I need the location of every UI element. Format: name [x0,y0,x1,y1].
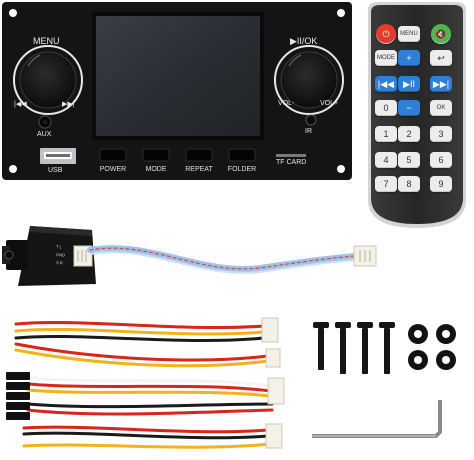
remote-key: 0 [375,100,397,116]
repeat-button [185,148,213,162]
remote-key: 8 [398,176,420,192]
usb-label: USB [48,167,63,174]
ir-label: IR [305,128,312,135]
control-panel [2,2,352,180]
remote-key: |◀◀ [375,76,397,92]
remote-key: 🔇 [431,24,451,44]
mode-button-label: MODE [145,166,167,173]
vol-minus-label: VOL- [278,100,295,107]
ir-receiver-icon [305,114,317,126]
menu-label: MENU [33,36,60,46]
remote-key: ⏻ [376,24,396,44]
power-button-label: POWER [99,166,127,173]
audio-jack-icon [6,240,28,270]
remote-key: 2 [398,126,420,142]
svg-text:GND: GND [56,252,65,258]
mount-hole-icon [9,165,17,173]
harness-connector [267,377,285,405]
harness-connector [261,317,279,343]
repeat-button-label: REPEAT [185,166,213,173]
adapter-board: T L GND S R [2,226,96,286]
remote-key: 7 [375,176,397,192]
prev-icon: |◀◀ [14,101,27,108]
allen-key [312,400,442,438]
remote-key: MENU [398,26,420,42]
remote-key: 5 [398,152,420,168]
power-button [99,148,127,162]
mode-button [142,148,170,162]
remote-key: ▶II [398,76,420,92]
remote-key: ▶▶| [430,76,452,92]
mount-hole-icon [9,9,17,17]
svg-text:T L: T L [56,244,63,249]
mount-hole-icon [337,165,345,173]
remote-key: ↩ [430,50,452,66]
volume-knob [281,52,337,108]
next-icon: ▶▶| [62,101,75,108]
lcd-screen [96,16,260,136]
tf-card-slot [276,154,306,157]
harness-connector [265,423,283,449]
menu-knob [20,52,76,108]
remote-key: 1 [375,126,397,142]
tf-card-label: TF CARD [276,159,307,166]
remote-key: MODE [375,50,397,66]
vol-plus-label: VOL+ [320,100,339,107]
folder-button-label: FOLDER [227,166,257,173]
wire-harness-dupont [26,376,274,416]
play-ok-label: ▶II/OK [290,36,318,46]
screws [313,322,395,374]
remote-key: + [398,50,420,66]
dupont-heads [6,372,30,420]
wire-harness-top [14,320,270,368]
remote-key: 9 [430,176,452,192]
remote-key: 4 [375,152,397,168]
svg-text:S R: S R [56,260,63,265]
remote-key: 3 [430,126,452,142]
folder-button [228,148,256,162]
harness-connector [265,348,281,368]
remote-key: 6 [430,152,452,168]
wire-harness-bottom [22,425,272,449]
ribbon-cable [87,245,359,274]
nuts [408,324,456,370]
remote-key: − [398,100,420,116]
aux-label: AUX [37,131,52,138]
remote-key: OK [430,100,452,116]
mount-hole-icon [337,9,345,17]
